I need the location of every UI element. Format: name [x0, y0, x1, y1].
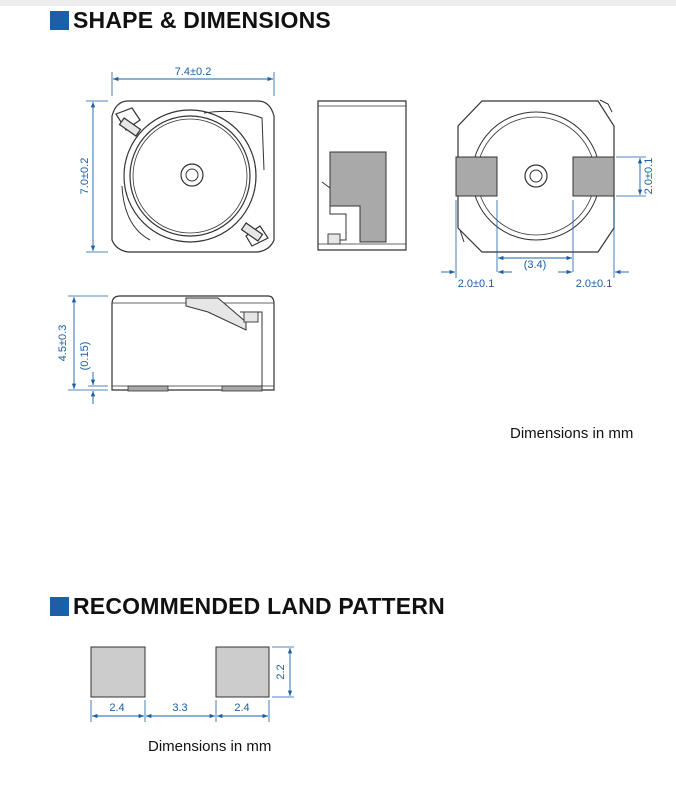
dimension-label: 7.4±0.2	[175, 66, 212, 78]
dimension-bottom-pad-left: 2.0±0.1	[441, 200, 512, 290]
heading-text: SHAPE & DIMENSIONS	[73, 7, 331, 33]
dimension-label: 2.4	[109, 702, 124, 714]
top-view	[111, 100, 275, 253]
land-pattern	[90, 646, 270, 698]
land-pad-right	[215, 646, 270, 698]
dimension-label: 2.2	[275, 664, 287, 679]
heading-text: RECOMMENDED LAND PATTERN	[73, 593, 445, 619]
top-bar	[0, 0, 676, 6]
front-view	[317, 100, 407, 251]
dimension-bottom-pad-right: 2.0±0.1	[558, 200, 629, 290]
dimension-side-standoff: (0.15)	[79, 342, 108, 404]
dimension-label: 2.4	[234, 702, 249, 714]
side-view	[111, 295, 275, 392]
dimension-land	[90, 646, 294, 722]
dimension-label: (0.15)	[79, 342, 91, 371]
dimension-label: 2.0±0.1	[458, 278, 495, 290]
section-heading-land-pattern: RECOMMENDED LAND PATTERN	[50, 595, 445, 618]
units-note: Dimensions in mm	[148, 738, 272, 755]
dimension-label: 7.0±0.2	[79, 158, 91, 195]
dimension-bottom-pad-height: 2.0±0.1	[616, 156, 655, 197]
dimension-bottom-gap: (3.4)	[496, 200, 574, 272]
bottom-view	[455, 99, 615, 253]
section-heading-shape: SHAPE & DIMENSIONS	[50, 9, 331, 32]
dimension-label: 2.0±0.1	[643, 158, 655, 195]
heading-square-icon	[50, 597, 69, 616]
dimension-label: 4.5±0.3	[57, 325, 69, 362]
dimension-label: (3.4)	[524, 259, 547, 271]
dimension-side-height: 4.5±0.3	[57, 295, 108, 391]
dimension-top-height: 7.0±0.2	[79, 100, 108, 253]
dimension-top-width: 7.4±0.2	[111, 66, 275, 96]
dimension-label: 2.0±0.1	[576, 278, 613, 290]
units-note: Dimensions in mm	[510, 425, 634, 442]
dimension-label: 3.3	[172, 702, 187, 714]
land-pad-left	[90, 646, 146, 698]
heading-square-icon	[50, 11, 69, 30]
